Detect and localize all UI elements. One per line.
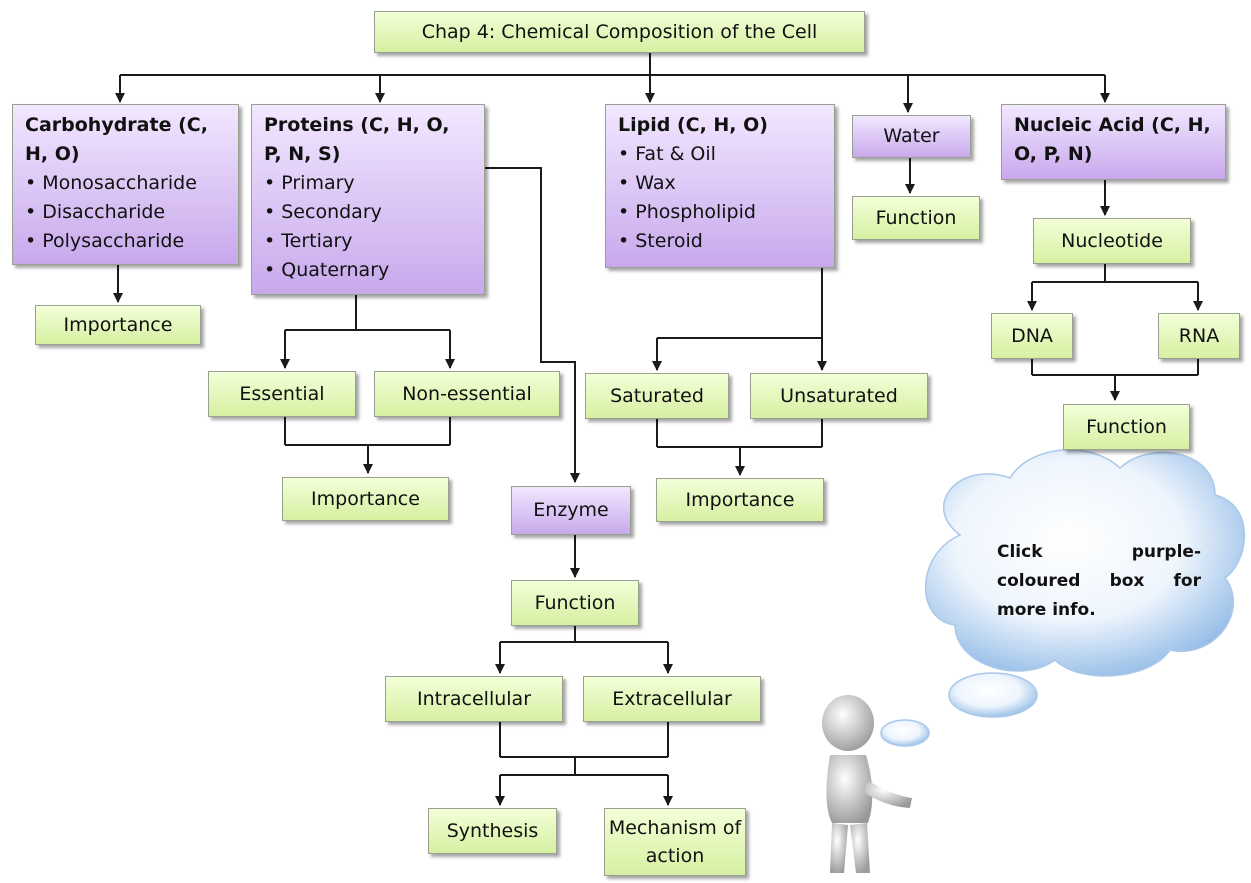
nucleic-acid-heading: Nucleic Acid (C, H, O, P, N) — [1014, 114, 1211, 165]
lipid-importance-label: Importance — [685, 488, 795, 511]
water-label: Water — [883, 125, 940, 147]
intracellular-label: Intracellular — [416, 687, 532, 710]
rna-box: RNA — [1158, 313, 1240, 359]
nucleotide-box: Nucleotide — [1033, 218, 1191, 264]
non-essential-label: Non-essential — [402, 382, 532, 405]
lipid-importance-box: Importance — [656, 478, 824, 522]
nucleic-acid-box[interactable]: Nucleic Acid (C, H, O, P, N) — [1001, 104, 1226, 180]
title-text: Chap 4: Chemical Composition of the Cell — [421, 20, 818, 43]
rna-label: RNA — [1178, 324, 1220, 347]
proteins-importance-box: Importance — [282, 477, 449, 521]
dna-box: DNA — [991, 313, 1073, 359]
lipid-item: Wax — [618, 169, 822, 198]
proteins-heading: Proteins (C, H, O, P, N, S) — [264, 114, 450, 165]
carbohydrate-heading: Carbohydrate (C, H, O) — [25, 114, 208, 165]
carbohydrate-item: Disaccharide — [25, 198, 226, 227]
nucleotide-label: Nucleotide — [1061, 229, 1163, 252]
water-function-label: Function — [875, 206, 957, 229]
person-figure-icon — [822, 695, 912, 873]
lipid-item: Steroid — [618, 227, 822, 256]
enzyme-box[interactable]: Enzyme — [511, 486, 631, 535]
carbohydrate-box[interactable]: Carbohydrate (C, H, O) Monosaccharide Di… — [12, 104, 239, 265]
dna-label: DNA — [1011, 324, 1053, 347]
unsaturated-box: Unsaturated — [750, 373, 928, 419]
saturated-label: Saturated — [610, 384, 704, 407]
nucleic-function-box: Function — [1063, 404, 1190, 450]
lipid-box[interactable]: Lipid (C, H, O) Fat & Oil Wax Phospholip… — [605, 104, 835, 268]
mechanism-label: Mechanism of action — [608, 817, 742, 867]
lipid-item: Phospholipid — [618, 198, 822, 227]
unsaturated-label: Unsaturated — [780, 384, 898, 407]
page-title: Chap 4: Chemical Composition of the Cell — [374, 11, 865, 53]
synthesis-box: Synthesis — [428, 808, 557, 854]
carbohydrate-importance-box: Importance — [35, 305, 201, 345]
proteins-item: Quaternary — [264, 256, 472, 285]
lipid-heading: Lipid (C, H, O) — [618, 114, 768, 136]
extracellular-label: Extracellular — [612, 687, 732, 710]
intracellular-box: Intracellular — [385, 676, 563, 722]
proteins-box[interactable]: Proteins (C, H, O, P, N, S) Primary Seco… — [251, 104, 485, 295]
essential-label: Essential — [239, 382, 325, 405]
enzyme-function-box: Function — [511, 580, 639, 626]
lipid-item: Fat & Oil — [618, 140, 822, 169]
water-function-box: Function — [852, 196, 980, 240]
proteins-item: Primary — [264, 169, 472, 198]
mechanism-box: Mechanism of action — [604, 808, 746, 876]
enzyme-label: Enzyme — [533, 499, 609, 521]
carbohydrate-importance-label: Importance — [63, 313, 173, 336]
proteins-item: Tertiary — [264, 227, 472, 256]
synthesis-label: Synthesis — [446, 819, 539, 842]
essential-box: Essential — [208, 371, 356, 417]
nucleic-function-label: Function — [1086, 415, 1167, 438]
water-box[interactable]: Water — [852, 115, 971, 158]
proteins-item: Secondary — [264, 198, 472, 227]
saturated-box: Saturated — [585, 373, 729, 419]
callout-text: Click purple-coloured box for more info. — [997, 542, 1201, 620]
extracellular-box: Extracellular — [583, 676, 761, 722]
carbohydrate-item: Polysaccharide — [25, 227, 226, 256]
proteins-importance-label: Importance — [311, 487, 420, 510]
carbohydrate-item: Monosaccharide — [25, 169, 226, 198]
non-essential-box: Non-essential — [374, 371, 560, 417]
enzyme-function-label: Function — [534, 591, 616, 614]
